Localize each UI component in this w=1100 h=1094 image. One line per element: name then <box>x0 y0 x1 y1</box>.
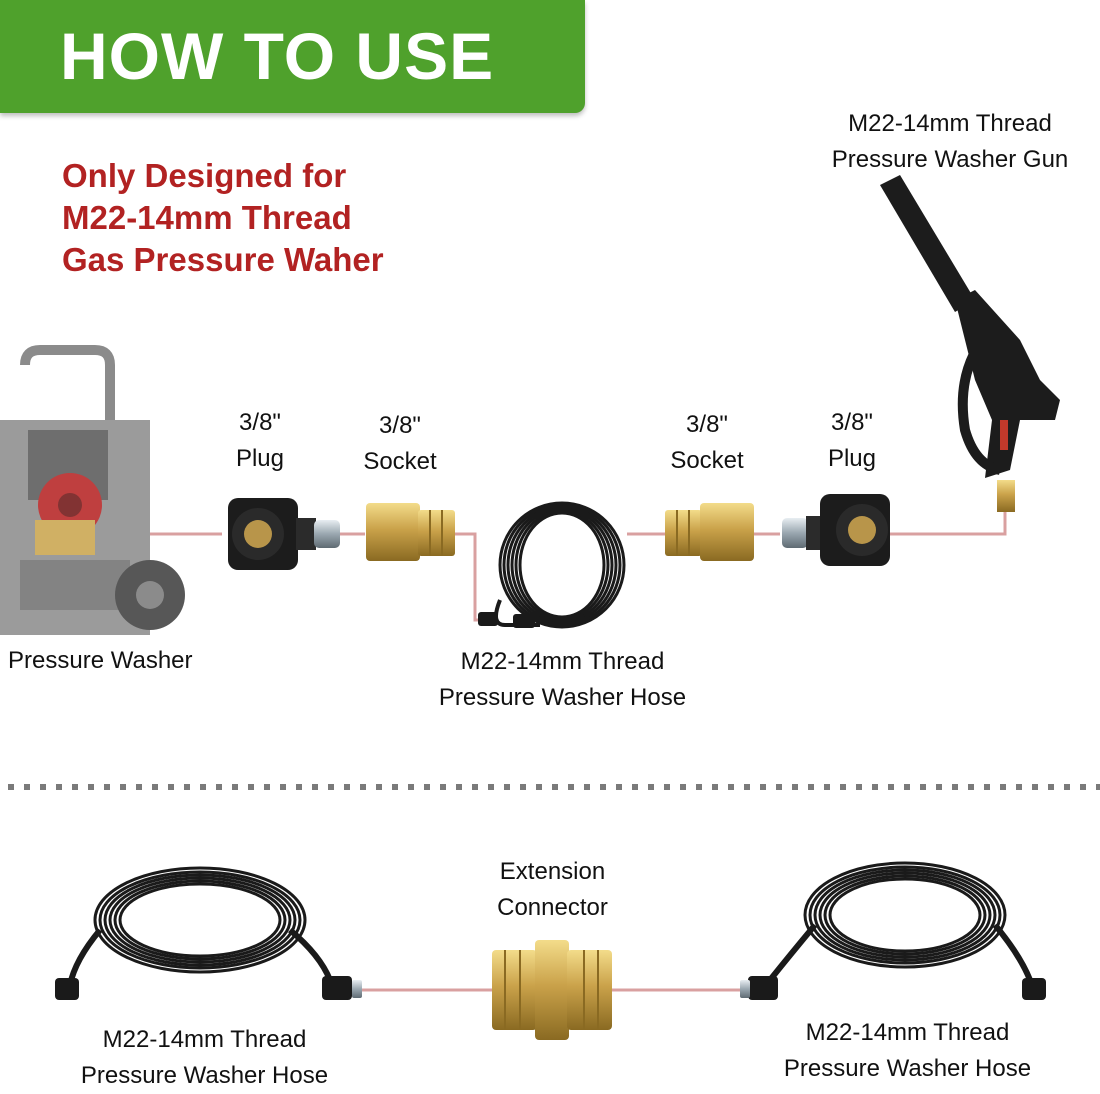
bottom-right-fitting-2 <box>1022 978 1046 1000</box>
left-plug-label: 3/8" Plug <box>205 405 315 477</box>
bottom-right-hose-label: M22-14mm Thread Pressure Washer Hose <box>765 1015 1050 1087</box>
top-hose-label: M22-14mm Thread Pressure Washer Hose <box>420 644 705 716</box>
bottom-right-hose-label-line-1: M22-14mm Thread <box>805 1019 1010 1046</box>
bottom-left-hose-label-line-2: Pressure Washer Hose <box>80 1062 329 1089</box>
right-socket-image <box>665 503 754 561</box>
extension-connector-label: Extension Connector <box>470 854 635 926</box>
right-plug-image <box>782 494 890 566</box>
extension-label-line-2: Connector <box>497 894 608 921</box>
top-hose-fitting-right <box>513 614 535 628</box>
note-line-2: M22-14mm Thread <box>62 199 352 236</box>
left-socket-size: 3/8" <box>379 412 421 439</box>
left-socket-label: 3/8" Socket <box>345 408 455 480</box>
right-plug-size: 3/8" <box>831 409 873 436</box>
banner-title: HOW TO USE <box>60 19 495 93</box>
gun-label: M22-14mm Thread Pressure Washer Gun <box>830 106 1070 178</box>
compatibility-note: Only Designed for M22-14mm Thread Gas Pr… <box>62 155 384 281</box>
extension-connector-image <box>492 940 612 1040</box>
bottom-left-fitting-1 <box>55 978 79 1000</box>
note-line-1: Only Designed for <box>62 157 347 194</box>
right-plug-type: Plug <box>827 445 877 472</box>
gun-label-line-1: M22-14mm Thread <box>848 110 1052 137</box>
gun-label-line-2: Pressure Washer Gun <box>831 146 1069 173</box>
note-line-3: Gas Pressure Waher <box>62 241 384 278</box>
bottom-right-hose-image <box>767 861 1033 982</box>
right-plug-label: 3/8" Plug <box>797 405 907 477</box>
top-hose-label-line-2: Pressure Washer Hose <box>438 684 687 711</box>
right-socket-label: 3/8" Socket <box>652 407 762 479</box>
left-plug-image <box>228 498 340 570</box>
top-hose-coil-image <box>494 501 626 629</box>
left-socket-type: Socket <box>363 448 437 475</box>
right-socket-type: Socket <box>670 447 744 474</box>
right-socket-size: 3/8" <box>686 411 728 438</box>
pressure-washer-label: Pressure Washer <box>8 647 193 674</box>
top-hose-fitting-left <box>478 612 498 626</box>
bottom-left-hose-image <box>67 866 333 986</box>
extension-label-line-1: Extension <box>499 858 606 885</box>
bottom-right-fitting-1 <box>748 976 778 1000</box>
top-hose-label-line-1: M22-14mm Thread <box>460 648 665 675</box>
left-plug-size: 3/8" <box>239 409 281 436</box>
left-plug-type: Plug <box>235 445 285 472</box>
how-to-use-banner <box>0 0 585 113</box>
pressure-washer-gun-image <box>880 175 1060 512</box>
bottom-right-hose-label-line-2: Pressure Washer Hose <box>783 1055 1032 1082</box>
left-socket-image <box>366 503 455 561</box>
bottom-left-fitting-2 <box>322 976 352 1000</box>
bottom-left-hose-label-line-1: M22-14mm Thread <box>102 1026 307 1053</box>
bottom-left-hose-label: M22-14mm Thread Pressure Washer Hose <box>62 1022 347 1094</box>
pressure-washer-image <box>0 345 185 635</box>
